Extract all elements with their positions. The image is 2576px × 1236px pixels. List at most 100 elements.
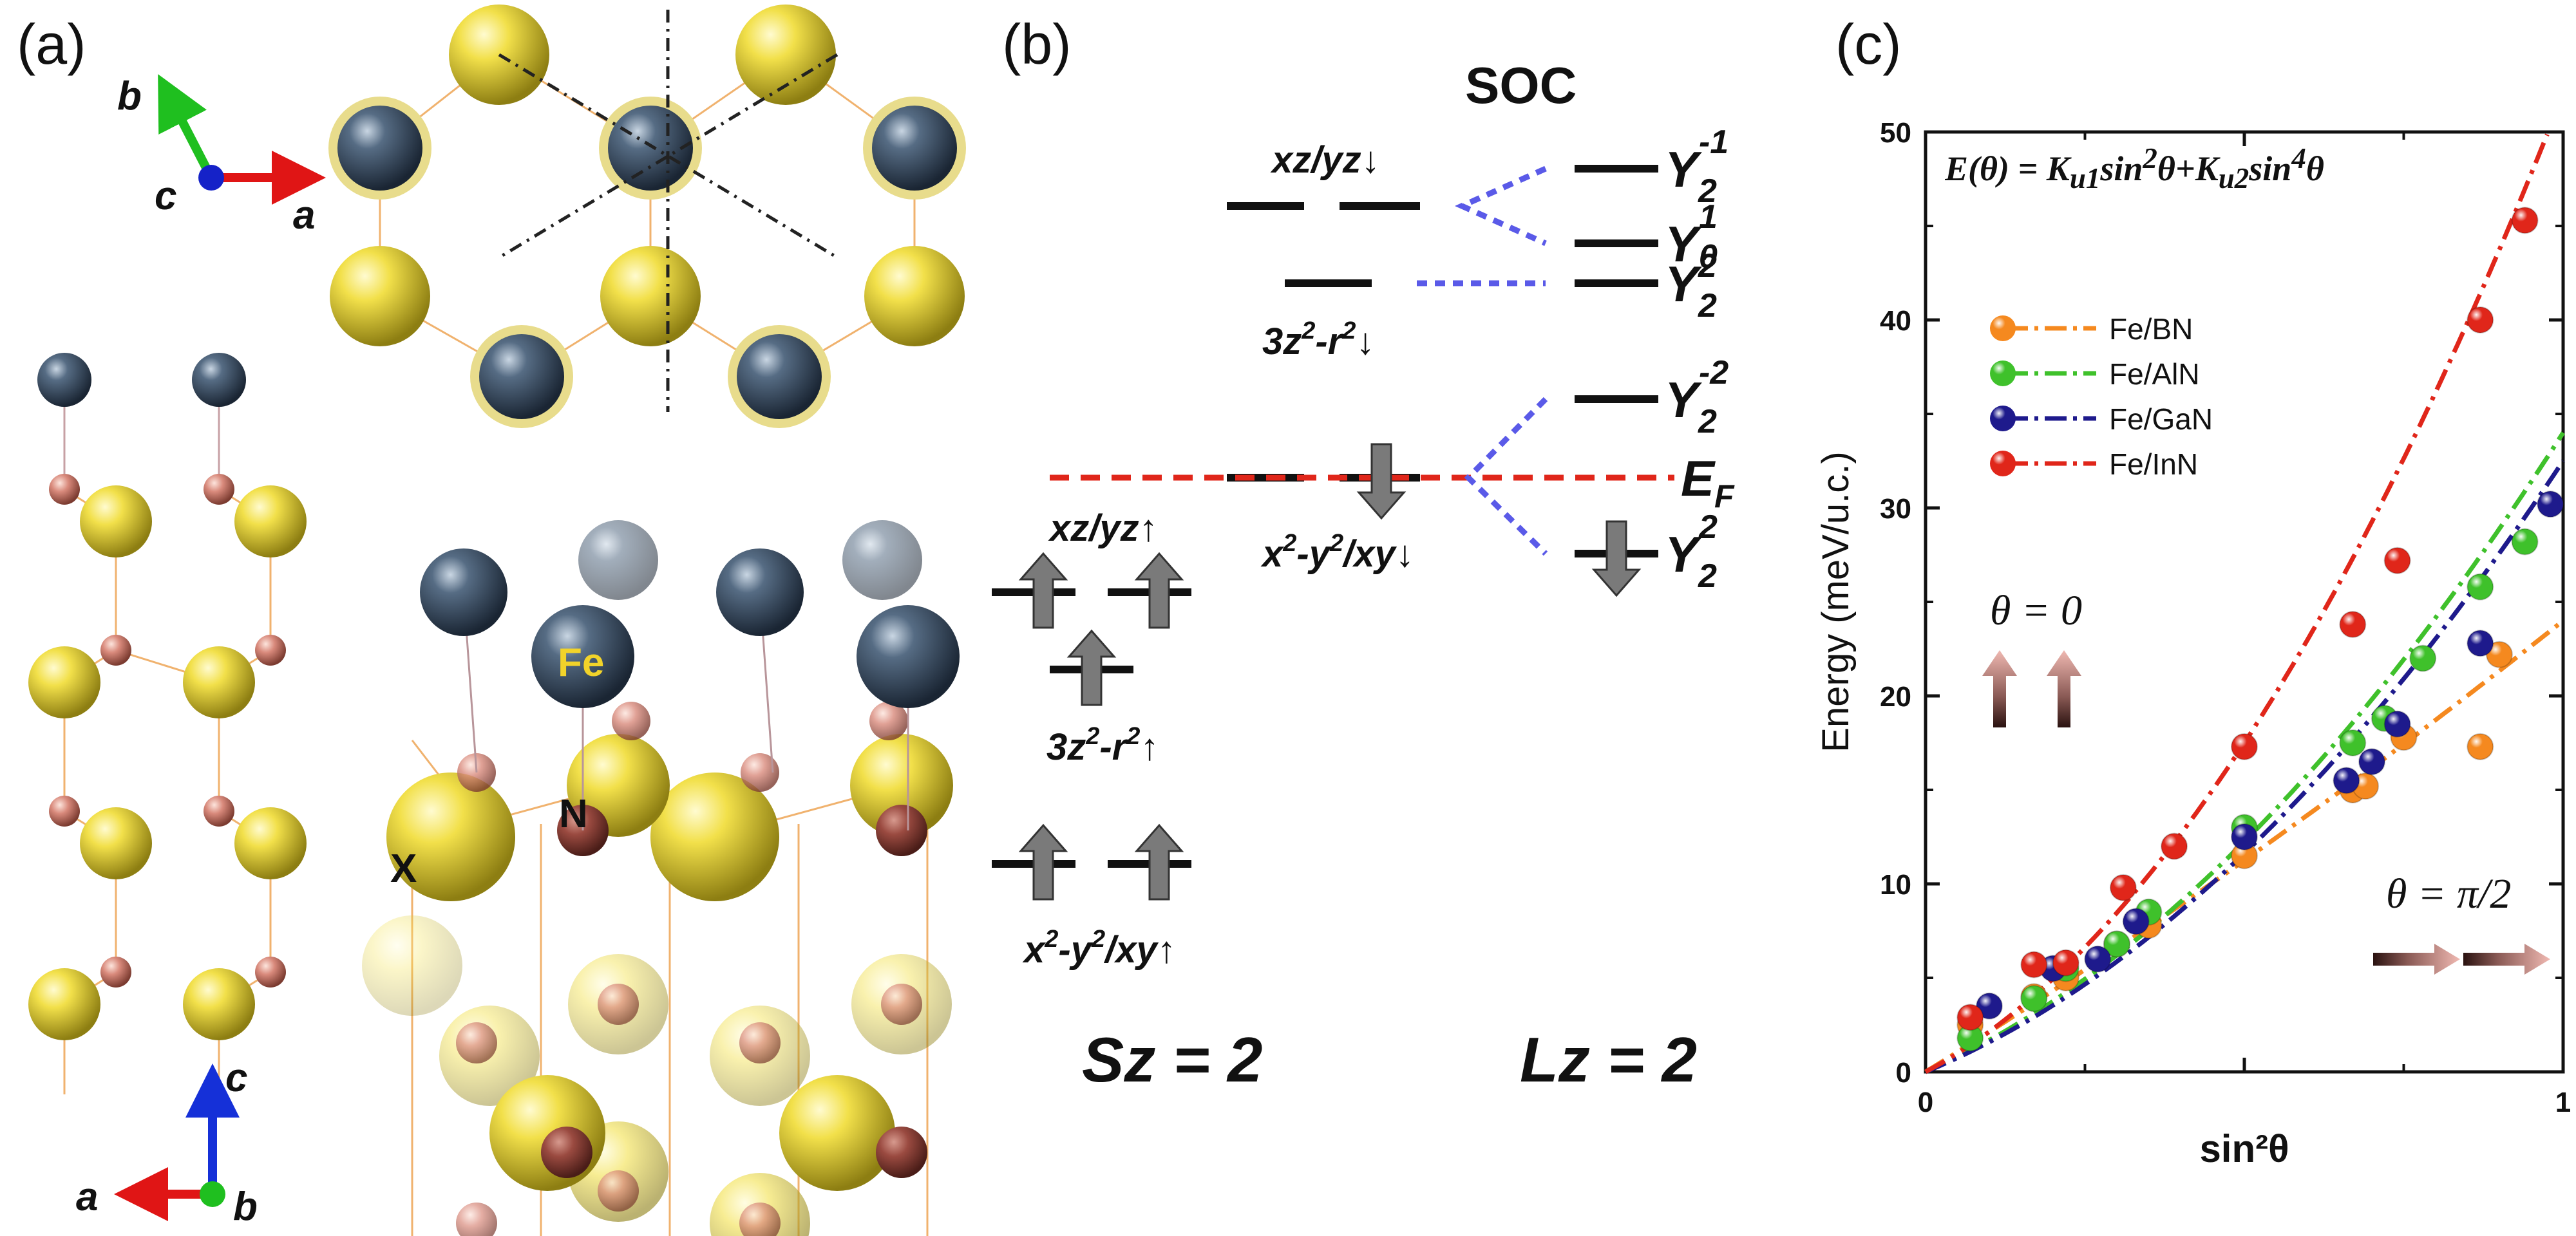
label-xzyz-up: xz/yz↑ <box>1048 507 1158 549</box>
soc-title: SOC <box>1465 57 1577 114</box>
atom-fe <box>578 520 658 600</box>
panel-a-label: (a) <box>17 12 86 76</box>
y-tick-label: 10 <box>1880 869 1911 901</box>
axes-triad-top: a b c <box>117 74 326 238</box>
atom-fe <box>337 106 422 191</box>
data-point <box>2467 573 2494 601</box>
atom-x <box>850 734 953 837</box>
lz-label: Lz = 2 <box>1520 1024 1697 1095</box>
y-tick-label: 20 <box>1880 681 1911 713</box>
soc-splitting-lines <box>1417 165 1548 556</box>
y-tick-label: 30 <box>1880 493 1911 525</box>
atom-label-x: X <box>390 847 417 891</box>
data-point <box>2109 874 2137 901</box>
atom-n <box>49 796 80 827</box>
data-point <box>2486 641 2513 668</box>
atom-nd <box>541 1127 592 1178</box>
atom-n <box>204 796 234 827</box>
atom-n <box>255 635 286 666</box>
chart-legend: Fe/BN Fe/AlN Fe/GaN Fe/InN <box>1990 312 2213 481</box>
data-point <box>1976 992 2003 1020</box>
data-point <box>2383 547 2411 574</box>
atom-n <box>100 635 131 666</box>
atom-nd <box>876 1127 927 1178</box>
axis-label-c-bottom: c <box>225 1056 247 1100</box>
atom-n <box>598 984 639 1025</box>
atom-x <box>183 968 255 1040</box>
theta-pi2-label: θ = π/2 <box>2386 870 2511 917</box>
theta-zero-arrows <box>1982 650 2081 727</box>
data-point <box>1956 1004 1984 1031</box>
data-point <box>2511 207 2539 234</box>
atom-x <box>80 485 152 557</box>
axis-label-a-top: a <box>293 193 315 238</box>
y-state-label: Y21 <box>1665 198 1718 285</box>
fermi-level-label: EF <box>1681 450 1735 514</box>
y-tick-label: 50 <box>1880 117 1911 149</box>
data-point <box>1956 1024 1984 1052</box>
data-point <box>2122 908 2150 935</box>
atom-n <box>612 702 650 740</box>
atom-x <box>779 1075 895 1191</box>
y-tick-label: 40 <box>1880 305 1911 337</box>
atom-n <box>49 474 80 505</box>
y-state-label: Y20 <box>1665 238 1718 324</box>
data-point <box>2339 729 2367 756</box>
atom-x <box>735 5 836 105</box>
atom-x <box>28 646 100 718</box>
atom-n <box>869 702 908 740</box>
atom-n <box>881 984 922 1025</box>
mirror-line <box>498 53 838 259</box>
crystal-structure-figure: a b c c a b Fe N X <box>28 5 966 1236</box>
panel-b-energy-levels: (b) <box>979 0 1797 1236</box>
atom-n <box>255 957 286 988</box>
atom-x <box>600 246 701 346</box>
data-point <box>2020 951 2048 979</box>
y-state-label: Y22 <box>1665 509 1718 595</box>
panel-a-crystal-structure: (a) <box>0 0 979 1236</box>
atom-x <box>864 246 965 346</box>
data-point <box>2084 945 2112 973</box>
data-point <box>2333 767 2360 794</box>
spin-arrows <box>1018 443 1642 901</box>
axis-label-b-top: b <box>117 74 142 118</box>
legend-label: Fe/BN <box>2109 312 2193 346</box>
atom-fe <box>716 548 804 636</box>
data-point <box>2511 528 2539 556</box>
y-state-label: Y2-2 <box>1665 354 1728 440</box>
atom-n <box>204 474 234 505</box>
atom-x <box>80 807 152 879</box>
atom-x <box>183 646 255 718</box>
atom-fe <box>737 334 822 419</box>
data-point <box>2467 306 2494 333</box>
atom-fe <box>608 106 693 191</box>
atom-x <box>234 807 307 879</box>
label-3z2-r2-down: 3z2-r2↓ <box>1262 317 1374 362</box>
fit-curve <box>1924 460 2565 1074</box>
atom-fe <box>531 605 634 708</box>
legend-label: Fe/GaN <box>2109 402 2213 436</box>
data-point <box>2537 491 2564 518</box>
data-point <box>2103 930 2130 958</box>
atom-fe <box>857 605 960 708</box>
atom-x <box>650 772 779 901</box>
label-x2-y2-xy-down: x2-y2/xy↓ <box>1260 530 1414 575</box>
legend-label: Fe/InN <box>2109 447 2198 481</box>
data-point <box>2231 823 2258 850</box>
data-point <box>2020 985 2048 1013</box>
level-diagram: SOC xz/yz↓ 3z2-r2↓ x2-y2/xy↓ xz/yz↑ 3z2-… <box>992 57 1735 1095</box>
atom-n <box>100 957 131 988</box>
legend-label: Fe/AlN <box>2109 357 2200 391</box>
axis-label-c-top: c <box>155 174 176 218</box>
panel-c-label: (c) <box>1835 12 1902 76</box>
theta-pi2-arrows <box>2373 944 2550 975</box>
atom-n <box>739 1203 781 1236</box>
atom-n <box>456 1203 497 1236</box>
atom-x <box>362 915 462 1016</box>
atom-nd <box>876 805 927 856</box>
atom-label-n: N <box>559 792 588 836</box>
atom-fe <box>192 353 246 407</box>
